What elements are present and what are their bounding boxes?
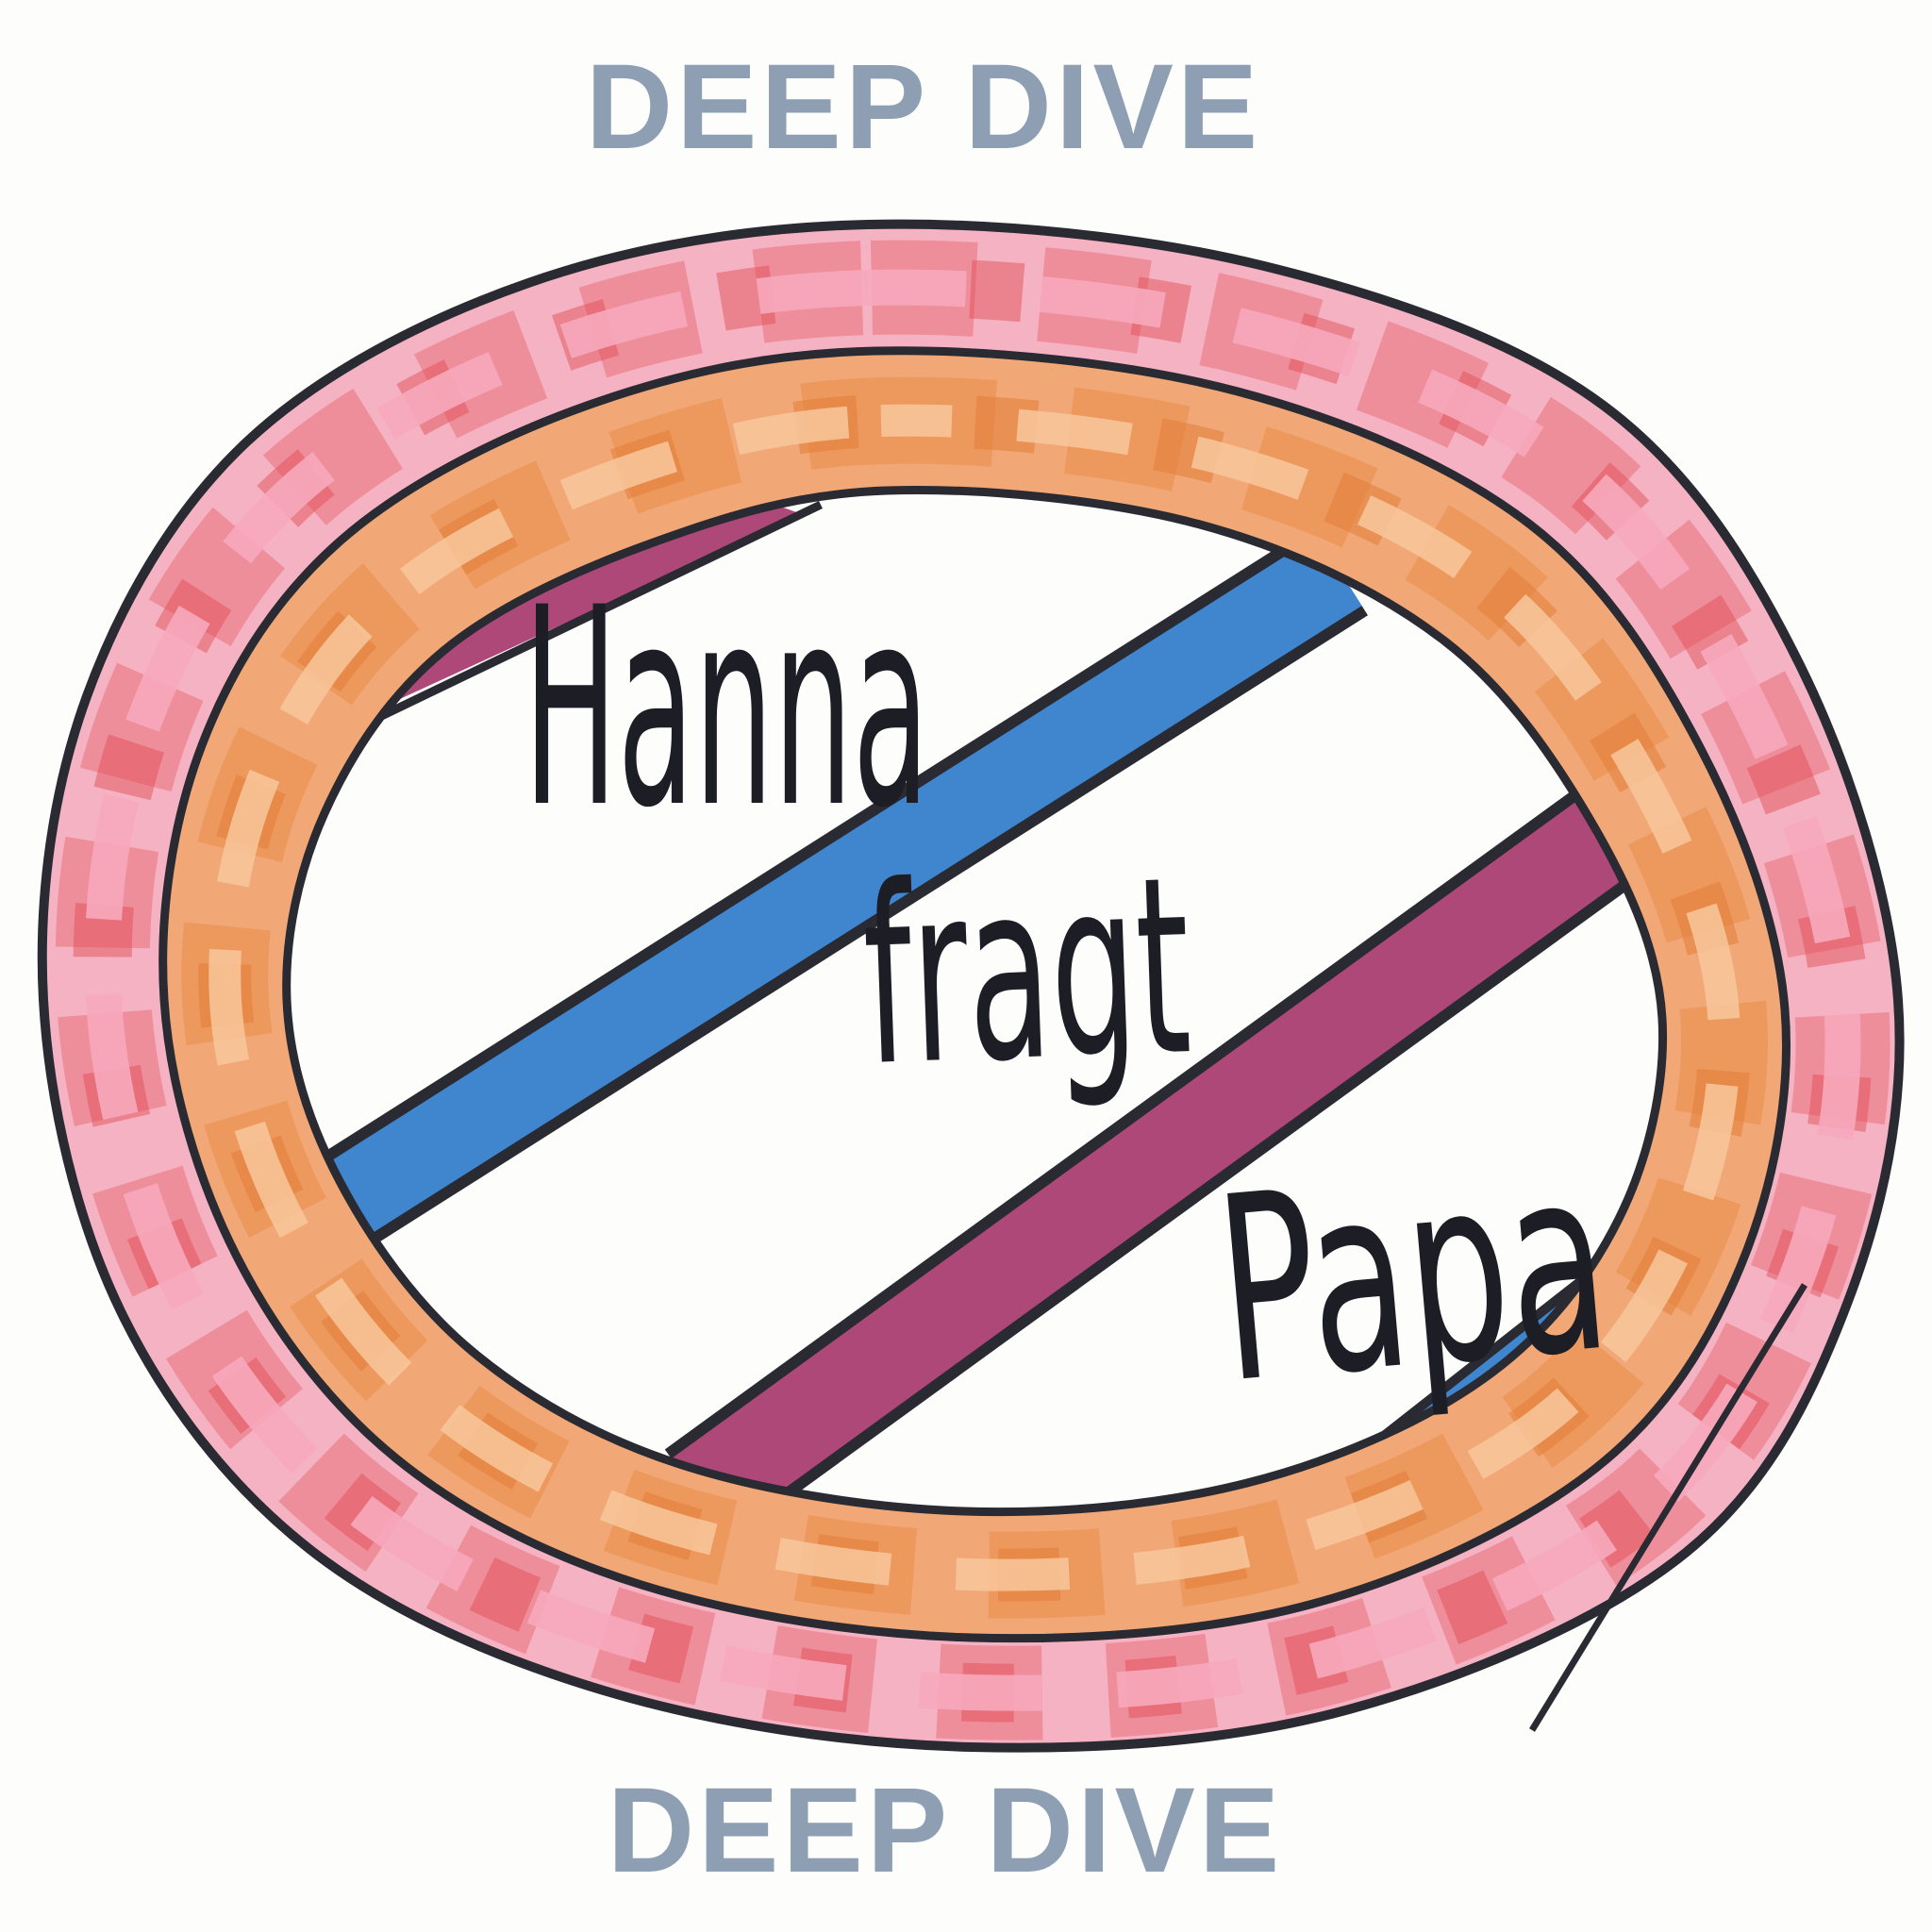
pink-marker-streak: [84, 269, 1861, 1711]
outline-inner: [282, 485, 1668, 1517]
orange-marker-streak: [208, 404, 1740, 1591]
stray-line: [1529, 1283, 1807, 1732]
corner-divider-line: [319, 500, 823, 750]
handwritten-words: Hanna fragt Papa: [524, 550, 1619, 1440]
purple-stripe: [671, 770, 1663, 1512]
blue-stripe: [286, 535, 1362, 1276]
top-title: DEEP DIVE: [585, 40, 1262, 175]
outline-outer: [37, 219, 1905, 1753]
word-fragt: fragt: [859, 824, 1194, 1121]
stray-pen-line: [1529, 1283, 1807, 1732]
ring-bands: [42, 224, 1900, 1748]
outline-middle: [158, 346, 1790, 1643]
ring-outlines: [37, 219, 1905, 1753]
bottom-title: DEEP DIVE: [607, 1763, 1284, 1898]
word-hanna: Hanna: [524, 550, 929, 868]
word-papa: Papa: [1208, 1110, 1619, 1441]
